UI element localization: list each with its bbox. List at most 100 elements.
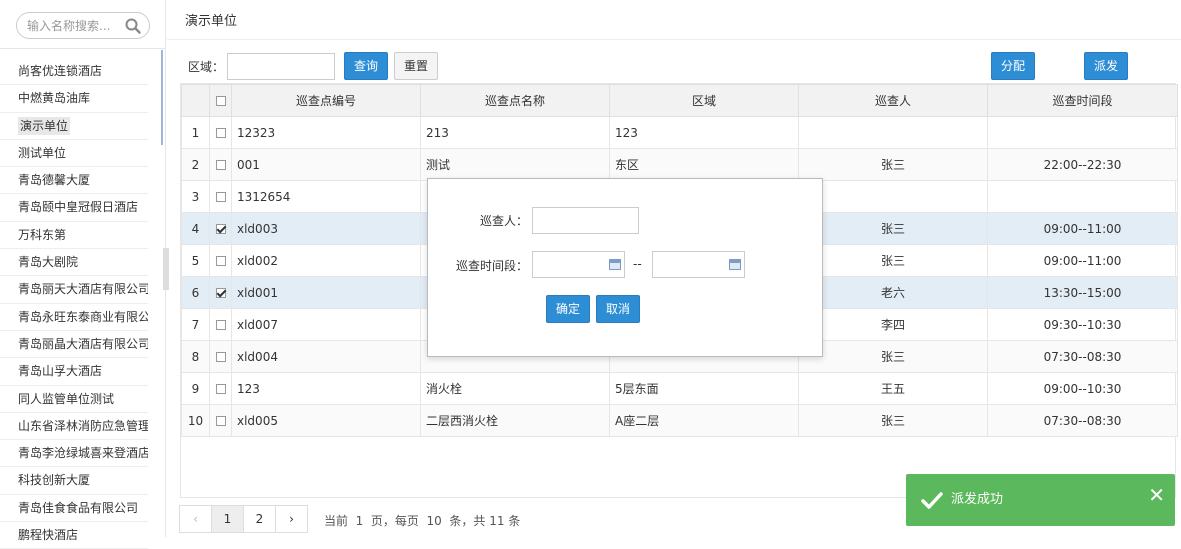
end-time-input[interactable] <box>652 251 745 278</box>
cell-person: 张三 <box>798 212 988 245</box>
prev-page-button[interactable]: ‹ <box>179 505 212 533</box>
sidebar-item[interactable]: 青岛丽天大酒店有限公司 <box>0 276 148 304</box>
sidebar-item[interactable]: 青岛颐中皇冠假日酒店 <box>0 194 148 222</box>
row-select-checkbox[interactable] <box>215 416 226 426</box>
header-code[interactable]: 巡查点编号 <box>231 84 421 117</box>
check-icon <box>921 492 943 509</box>
row-checkbox[interactable] <box>209 372 232 405</box>
calendar-icon[interactable] <box>729 259 741 270</box>
sidebar-item-label: 青岛李沧绿城喜来登酒店 <box>18 446 148 461</box>
row-checkbox[interactable] <box>209 244 232 277</box>
row-checkbox[interactable] <box>209 308 232 341</box>
row-select-checkbox[interactable] <box>215 384 226 394</box>
row-select-checkbox[interactable] <box>215 256 226 266</box>
sidebar-resize-handle[interactable] <box>163 248 169 290</box>
select-all-checkbox[interactable] <box>215 96 226 106</box>
sidebar-item[interactable]: 中燃黄岛油库 <box>0 85 148 113</box>
sidebar-item[interactable]: 鹏程快酒店 <box>0 522 148 549</box>
row-select-checkbox[interactable] <box>215 192 226 202</box>
cell-code: 12323 <box>231 116 421 149</box>
sidebar-item[interactable]: 演示单位 <box>0 113 148 140</box>
sidebar-item-label: 青岛永旺东泰商业有限公司 <box>18 309 148 324</box>
search-input[interactable] <box>27 17 121 35</box>
close-icon[interactable]: ✕ <box>1148 483 1165 507</box>
cell-code: xld002 <box>231 244 421 277</box>
sidebar-item[interactable]: 同人监管单位测试 <box>0 386 148 413</box>
row-checkbox[interactable] <box>209 116 232 149</box>
row-checkbox[interactable] <box>209 148 232 181</box>
sidebar-scroll-indicator <box>161 50 163 145</box>
search-icon[interactable] <box>125 18 141 34</box>
row-select-checkbox[interactable] <box>215 160 226 170</box>
cell-code: xld001 <box>231 276 421 309</box>
title-divider <box>167 39 1181 40</box>
sidebar-item[interactable]: 山东省泽林消防应急管理职 <box>0 413 148 441</box>
sidebar-item[interactable]: 科技创新大厦 <box>0 467 148 495</box>
sidebar-item-label: 同人监管单位测试 <box>18 391 115 406</box>
sidebar-item[interactable]: 测试单位 <box>0 140 148 168</box>
header-person[interactable]: 巡查人 <box>798 84 988 117</box>
reset-button[interactable]: 重置 <box>394 52 438 80</box>
row-select-checkbox[interactable] <box>215 352 226 362</box>
header-period[interactable]: 巡查时间段 <box>987 84 1178 117</box>
sidebar-item[interactable]: 青岛佳食食品有限公司 <box>0 495 148 523</box>
period-label: 巡查时间段： <box>455 259 528 273</box>
row-index: 7 <box>181 308 210 341</box>
header-index <box>181 84 210 117</box>
row-index: 4 <box>181 212 210 245</box>
start-time-input[interactable] <box>532 251 625 278</box>
row-checkbox[interactable] <box>209 276 232 309</box>
sidebar-item[interactable]: 青岛永旺东泰商业有限公司 <box>0 304 148 331</box>
calendar-icon[interactable] <box>609 259 621 270</box>
sidebar-item[interactable]: 青岛大剧院 <box>0 249 148 277</box>
sidebar-item[interactable]: 尚客优连锁酒店 <box>0 58 148 86</box>
cell-person <box>798 180 988 213</box>
cell-code: 001 <box>231 148 421 181</box>
page-button-1[interactable]: 1 <box>211 505 244 533</box>
cell-code: xld007 <box>231 308 421 341</box>
row-index: 5 <box>181 244 210 277</box>
sidebar-item[interactable]: 青岛山孚大酒店 <box>0 358 148 386</box>
row-select-checkbox[interactable] <box>215 224 226 234</box>
cell-period: 09:00--11:00 <box>987 244 1178 277</box>
cell-code: xld003 <box>231 212 421 245</box>
header-name[interactable]: 巡查点名称 <box>420 84 610 117</box>
sidebar-item[interactable]: 青岛李沧绿城喜来登酒店 <box>0 440 148 468</box>
cell-name: 测试 <box>420 148 610 181</box>
header-select-all[interactable] <box>209 84 232 117</box>
area-input[interactable] <box>227 53 335 80</box>
sidebar-item[interactable]: 青岛德馨大厦 <box>0 167 148 195</box>
header-area[interactable]: 区域 <box>609 84 799 117</box>
search-box[interactable] <box>16 12 150 39</box>
cell-person: 老六 <box>798 276 988 309</box>
cell-person <box>798 116 988 149</box>
row-checkbox[interactable] <box>209 180 232 213</box>
sidebar-item[interactable]: 青岛丽晶大酒店有限公司 <box>0 331 148 359</box>
query-button[interactable]: 查询 <box>344 52 388 80</box>
cancel-button[interactable]: 取消 <box>596 295 640 323</box>
person-label: 巡查人： <box>479 214 528 228</box>
sidebar-item-label: 青岛颐中皇冠假日酒店 <box>18 200 139 215</box>
row-checkbox[interactable] <box>209 212 232 245</box>
page-button-2[interactable]: 2 <box>243 505 276 533</box>
person-input[interactable] <box>532 207 639 234</box>
assign-button[interactable]: 分配 <box>991 52 1035 80</box>
row-select-checkbox[interactable] <box>215 128 226 138</box>
row-checkbox[interactable] <box>209 404 232 437</box>
period-separator: -- <box>633 257 642 271</box>
sidebar-item[interactable]: 万科东第 <box>0 222 148 250</box>
row-index: 10 <box>181 404 210 437</box>
next-page-button[interactable]: › <box>275 505 308 533</box>
row-checkbox[interactable] <box>209 340 232 373</box>
pagination: ‹ 1 2 › <box>179 505 308 533</box>
confirm-button[interactable]: 确定 <box>546 295 590 323</box>
sidebar-item-label: 青岛丽天大酒店有限公司 <box>18 282 148 297</box>
row-select-checkbox[interactable] <box>215 288 226 298</box>
cell-period: 09:00--11:00 <box>987 212 1178 245</box>
row-select-checkbox[interactable] <box>215 320 226 330</box>
dispatch-button[interactable]: 派发 <box>1084 52 1128 80</box>
